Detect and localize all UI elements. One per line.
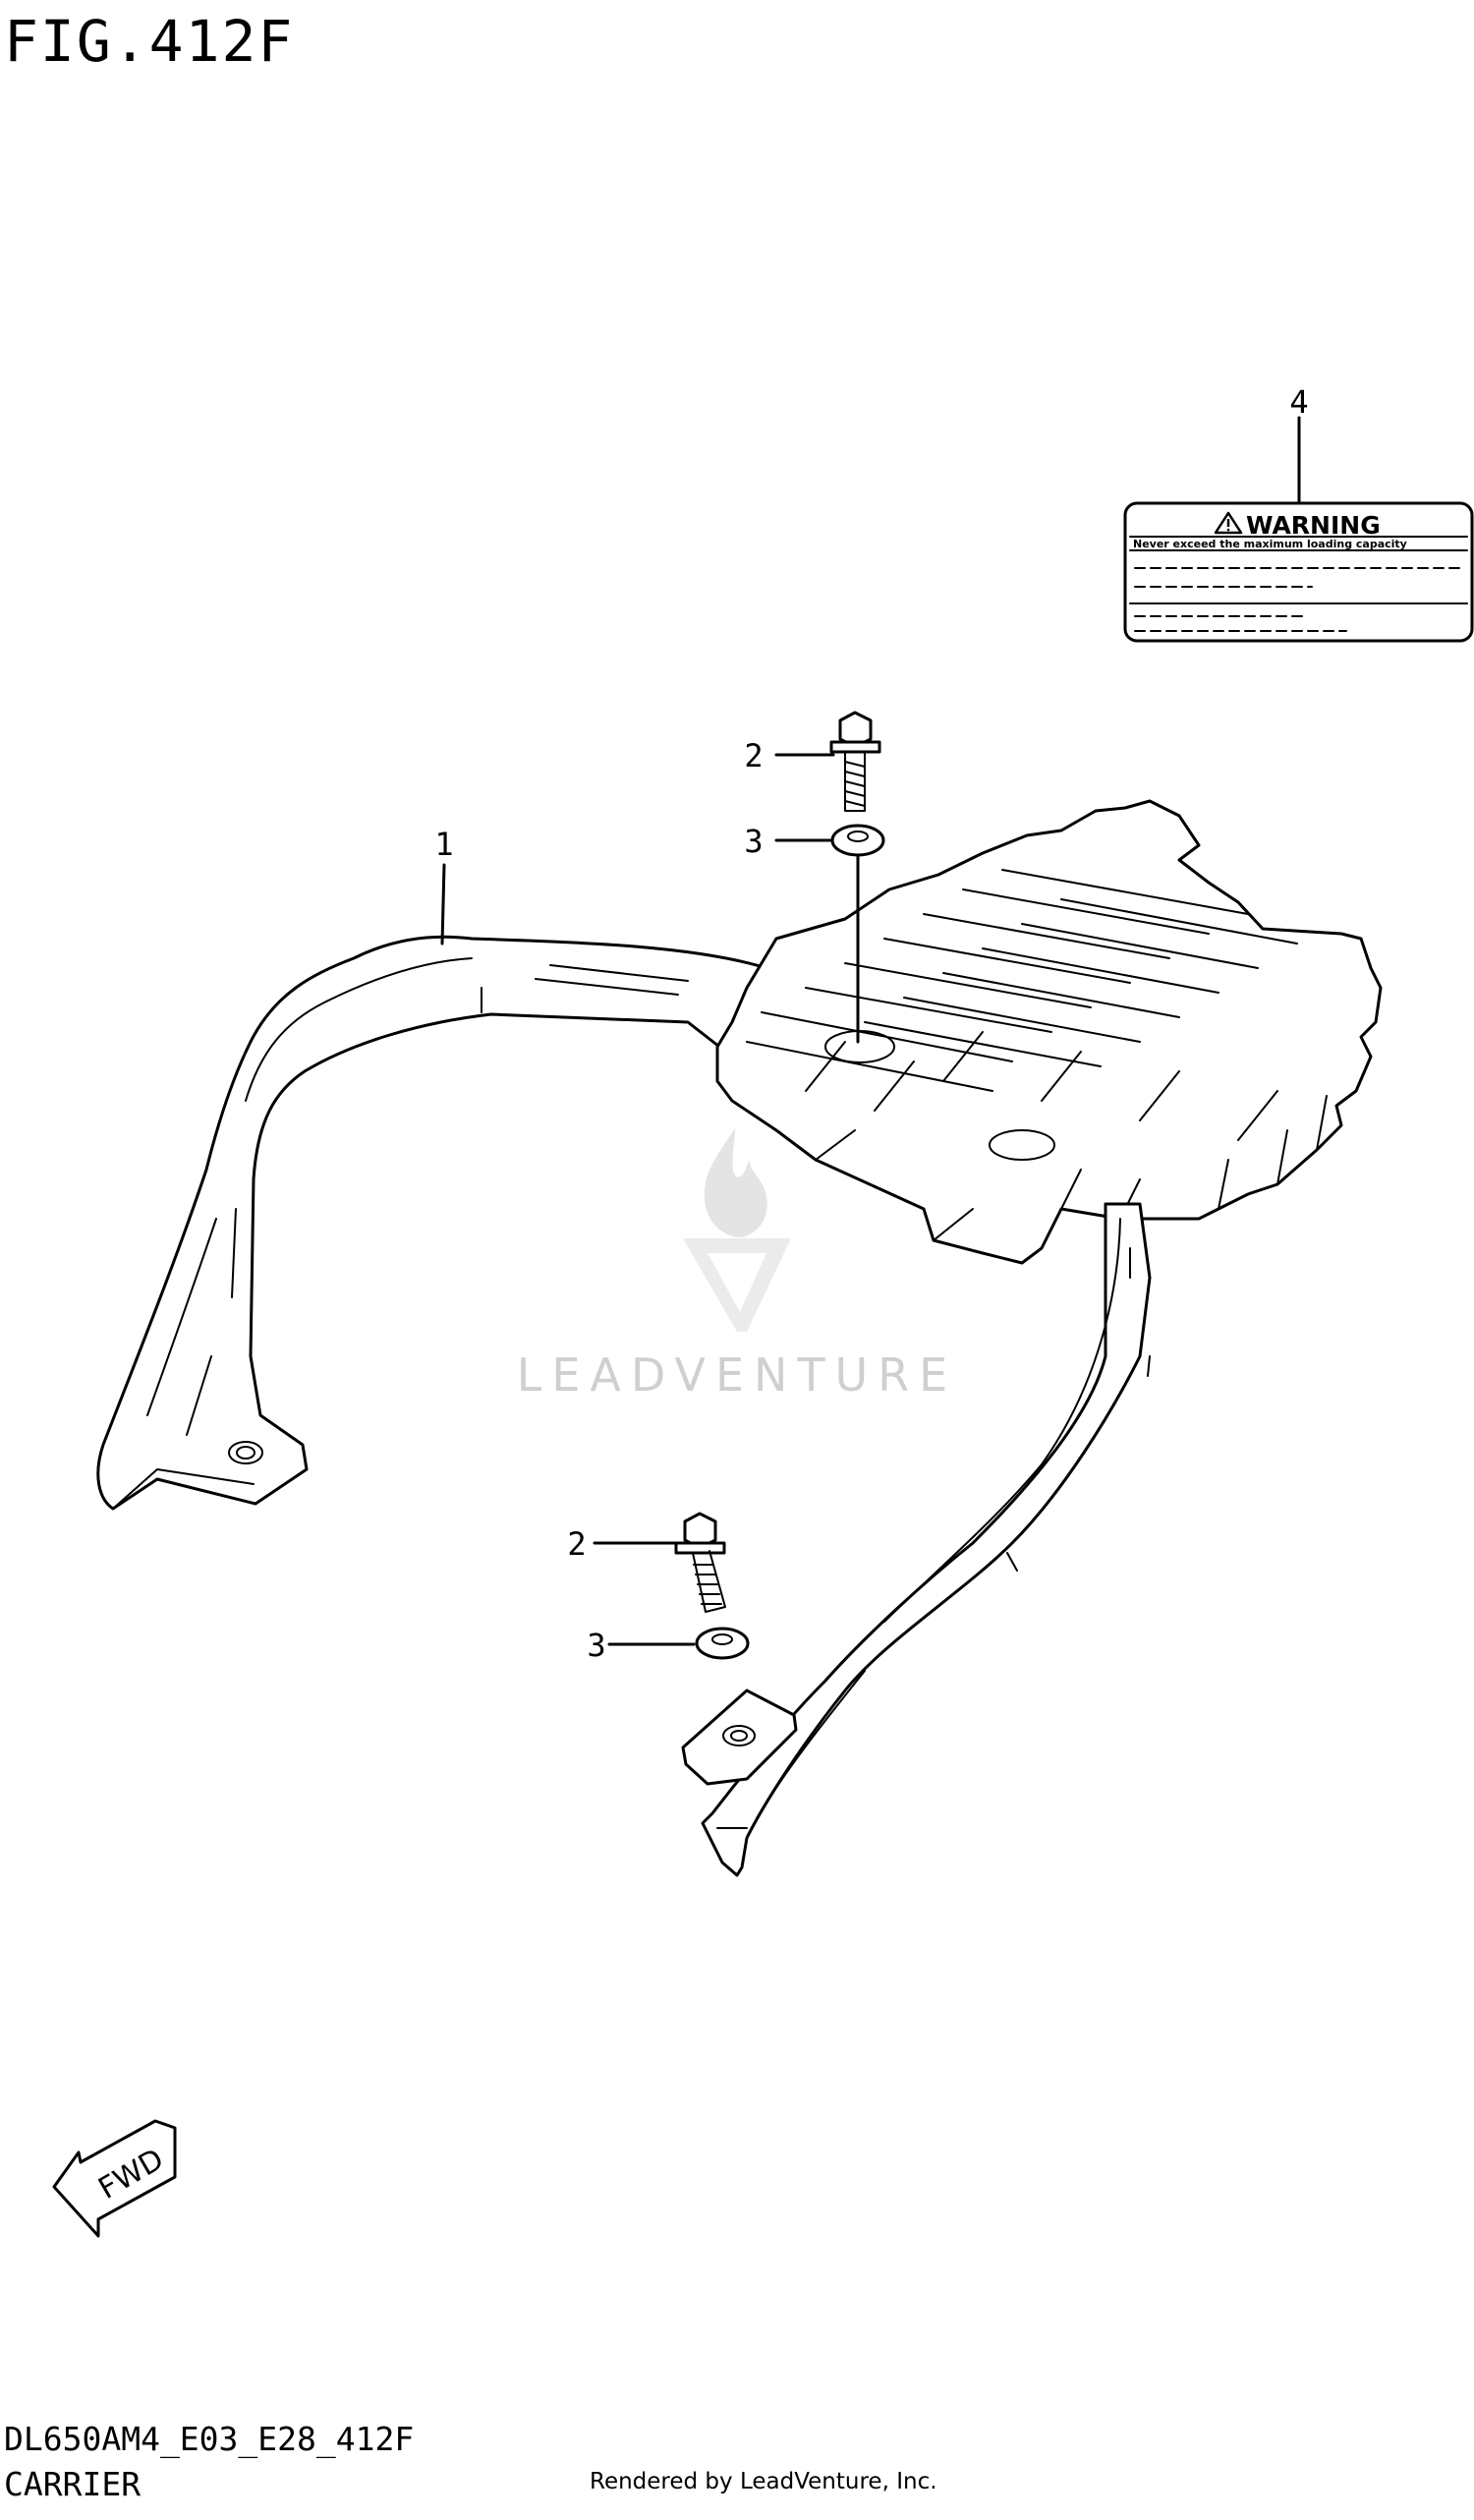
warning-triangle-icon xyxy=(1214,511,1243,535)
figure-name: CARRIER xyxy=(4,2465,142,2503)
watermark: LEADVENTURE xyxy=(517,1128,958,1402)
lower-bolt xyxy=(674,1512,726,1613)
callout-part-2-lower[interactable]: 2 xyxy=(567,1525,586,1563)
upper-bolt xyxy=(829,711,881,812)
warning-heading: WARNING xyxy=(1246,511,1381,540)
upper-washer xyxy=(830,824,885,1044)
callout-part-3-upper[interactable]: 3 xyxy=(744,823,763,860)
callout-part-1[interactable]: 1 xyxy=(434,826,453,863)
watermark-text: LEADVENTURE xyxy=(517,1348,958,1402)
callout-part-4[interactable]: 4 xyxy=(1289,383,1308,421)
callout-part-2-upper[interactable]: 2 xyxy=(744,737,763,774)
warning-subtitle: Never exceed the maximum loading capacit… xyxy=(1133,538,1407,550)
carrier-frame xyxy=(96,799,1383,1877)
rendered-by-credit: Rendered by LeadVenture, Inc. xyxy=(590,2469,937,2494)
forward-arrow-icon: FWD xyxy=(52,2119,177,2238)
figure-title: FIG.412F xyxy=(4,8,295,75)
figure-code: DL650AM4_E03_E28_412F xyxy=(4,2420,415,2458)
leadventure-logo-icon xyxy=(683,1128,791,1332)
callout-part-3-lower[interactable]: 3 xyxy=(587,1627,605,1664)
warning-label: WARNING Never exceed the maximum loading… xyxy=(1123,501,1474,643)
lower-washer xyxy=(695,1627,750,1660)
leader-lines xyxy=(440,416,1301,1646)
